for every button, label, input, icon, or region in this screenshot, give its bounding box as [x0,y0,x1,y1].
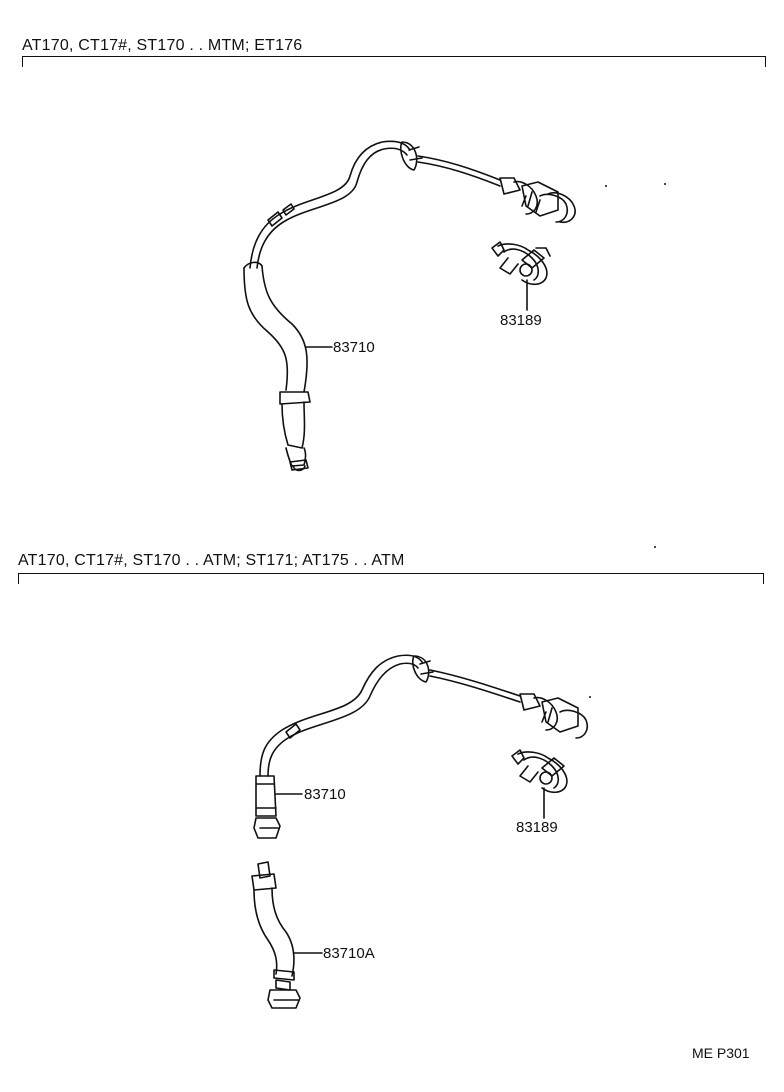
section-2-title: AT170, CT17#, ST170 . . ATM; ST171; AT17… [18,552,405,569]
driven-gear-83189-a [492,242,550,284]
speedometer-cable-83710-b [254,655,587,838]
section-1-bracket [22,56,766,67]
callout-83710-b: 83710 [304,786,346,803]
callout-83710-a: 83710 [333,339,375,356]
callout-83189-b: 83189 [516,819,558,836]
driven-gear-83189-b [512,750,567,792]
scan-specks [589,183,666,698]
section-1-title: AT170, CT17#, ST170 . . MTM; ET176 [22,37,303,54]
callout-83710a: 83710A [323,945,375,962]
speedometer-cable-83710-a [244,141,575,470]
page-code: ME P301 [692,1045,750,1061]
callout-83189-a: 83189 [500,312,542,329]
speedometer-cable-83710a [252,862,300,1008]
section-2-bracket [18,573,764,584]
